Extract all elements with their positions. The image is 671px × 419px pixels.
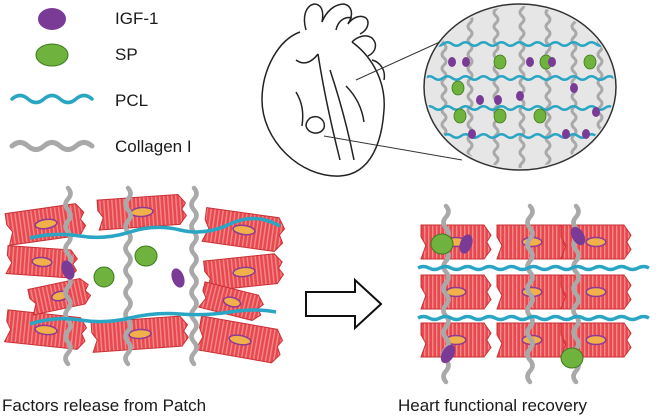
- cardiomyocyte-cell: [194, 315, 284, 364]
- sp-factor: [560, 347, 584, 369]
- caption-right: Heart functional recovery: [398, 396, 587, 415]
- collagen-fiber: [544, 6, 552, 168]
- igf1-factor: [468, 129, 476, 139]
- igf1-factor: [570, 226, 586, 246]
- cardiomyocyte-cell: [90, 315, 189, 353]
- sp-factor: [134, 245, 158, 267]
- cardiomyocyte-cell: [420, 322, 492, 358]
- cardiomyocyte-cell: [27, 277, 92, 316]
- collagen-fiber: [492, 6, 500, 168]
- igf1-factor: [562, 129, 570, 139]
- collagen-fiber: [518, 6, 526, 168]
- legend-label-collagen: Collagen I: [115, 137, 192, 156]
- igf1-factor: [592, 107, 600, 117]
- cardiomyocyte-cell: [4, 203, 87, 246]
- collagen-fiber: [189, 185, 199, 367]
- pcl-fiber: [426, 41, 614, 47]
- nucleus: [232, 266, 256, 278]
- igf1-factor: [440, 344, 456, 364]
- collagen-fiber: [525, 203, 535, 385]
- nucleus: [34, 218, 58, 230]
- igf1-factor: [526, 57, 534, 67]
- legend-symbols: [9, 8, 95, 152]
- sp-factor: [430, 233, 454, 255]
- sp-factor: [533, 108, 547, 124]
- sp-factor: [93, 266, 115, 288]
- heart-illustration: [261, 3, 386, 177]
- igf1-factor: [171, 268, 185, 288]
- sp-factor: [493, 54, 507, 70]
- caption-left: Factors release from Patch: [2, 396, 207, 415]
- pcl-legend-symbol: [10, 93, 94, 105]
- igf1-factor: [61, 260, 75, 280]
- nucleus: [34, 324, 58, 336]
- pcl-fiber: [426, 75, 614, 81]
- pcl-fiber: [29, 308, 277, 326]
- igf1-factor: [570, 83, 578, 93]
- igf1-factor: [516, 91, 524, 101]
- transition-arrow: [305, 277, 383, 331]
- nucleus: [31, 256, 53, 268]
- igf1-legend-symbol: [38, 8, 66, 30]
- igf1-factor: [462, 57, 470, 67]
- igf1-factor: [459, 234, 473, 254]
- cardiomyocyte-cell: [3, 309, 88, 350]
- left-cardiac-tissue: [3, 185, 286, 367]
- collagen-legend-symbol: [9, 140, 95, 152]
- cardiomyocyte-cell: [560, 274, 632, 310]
- cardiomyocyte-cell: [420, 274, 492, 310]
- igf1-factor: [548, 57, 556, 67]
- right-cardiac-tissue: [417, 203, 650, 385]
- nucleus: [128, 328, 152, 340]
- nucleus: [585, 286, 607, 298]
- pcl-fiber: [29, 216, 281, 240]
- igf1-factor: [476, 95, 484, 105]
- nucleus: [228, 334, 252, 346]
- nucleus: [585, 236, 607, 248]
- legend-label-pcl: PCL: [115, 91, 149, 110]
- nucleus: [222, 296, 242, 308]
- cardiomyocyte-cell: [96, 193, 187, 231]
- nucleus: [232, 224, 256, 236]
- legend-label-igf1: IGF-1: [115, 9, 159, 28]
- pcl-fiber: [417, 314, 650, 322]
- sp-factor: [453, 108, 467, 124]
- igf1-factor: [582, 129, 590, 139]
- zoom-line-top: [355, 35, 454, 81]
- sp-factor: [583, 54, 597, 70]
- igf1-factor: [494, 95, 502, 105]
- collagen-fiber: [466, 6, 474, 168]
- zoom-line-bottom: [323, 135, 463, 161]
- sp-factor: [493, 108, 507, 124]
- legend-label-sp: SP: [115, 45, 138, 64]
- cardiomyocyte-cell: [203, 253, 285, 292]
- igf1-factor: [448, 57, 456, 67]
- sp-factor: [451, 80, 465, 96]
- sp-legend-symbol: [35, 43, 69, 67]
- nucleus: [585, 334, 607, 346]
- collagen-fiber: [123, 185, 133, 367]
- pcl-fiber: [417, 264, 650, 272]
